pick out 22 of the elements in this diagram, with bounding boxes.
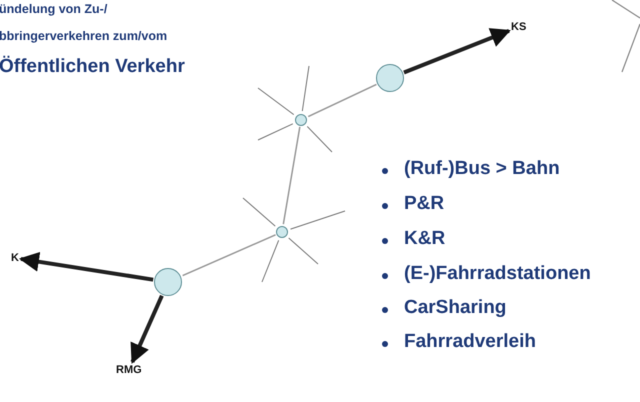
- list-item: Fahrradverleih: [404, 331, 536, 353]
- heading-text: ündelung von Zu-/: [0, 2, 108, 16]
- station-circle: [295, 114, 307, 126]
- connector-line: [182, 234, 276, 276]
- list-item: (Ruf-)Bus > Bahn: [404, 158, 560, 180]
- station-circle: [276, 226, 288, 238]
- arrow: [403, 28, 511, 74]
- station-circle: [376, 64, 404, 92]
- connector-line: [282, 126, 301, 224]
- destination-label: K: [11, 252, 19, 264]
- connector-line: [308, 84, 377, 118]
- arrow: [18, 252, 154, 282]
- list-item: (E-)Fahrradstationen: [404, 263, 591, 285]
- list-item: CarSharing: [404, 297, 506, 319]
- heading-text: Öffentlichen Verkehr: [0, 56, 185, 78]
- list-item: P&R: [404, 193, 444, 215]
- station-circle: [154, 268, 182, 296]
- destination-label: KS: [511, 21, 526, 33]
- heading-text: bbringerverkehren zum/vom: [0, 29, 168, 43]
- destination-label: RMG: [116, 364, 142, 376]
- arrow: [130, 294, 164, 364]
- list-item: K&R: [404, 228, 446, 250]
